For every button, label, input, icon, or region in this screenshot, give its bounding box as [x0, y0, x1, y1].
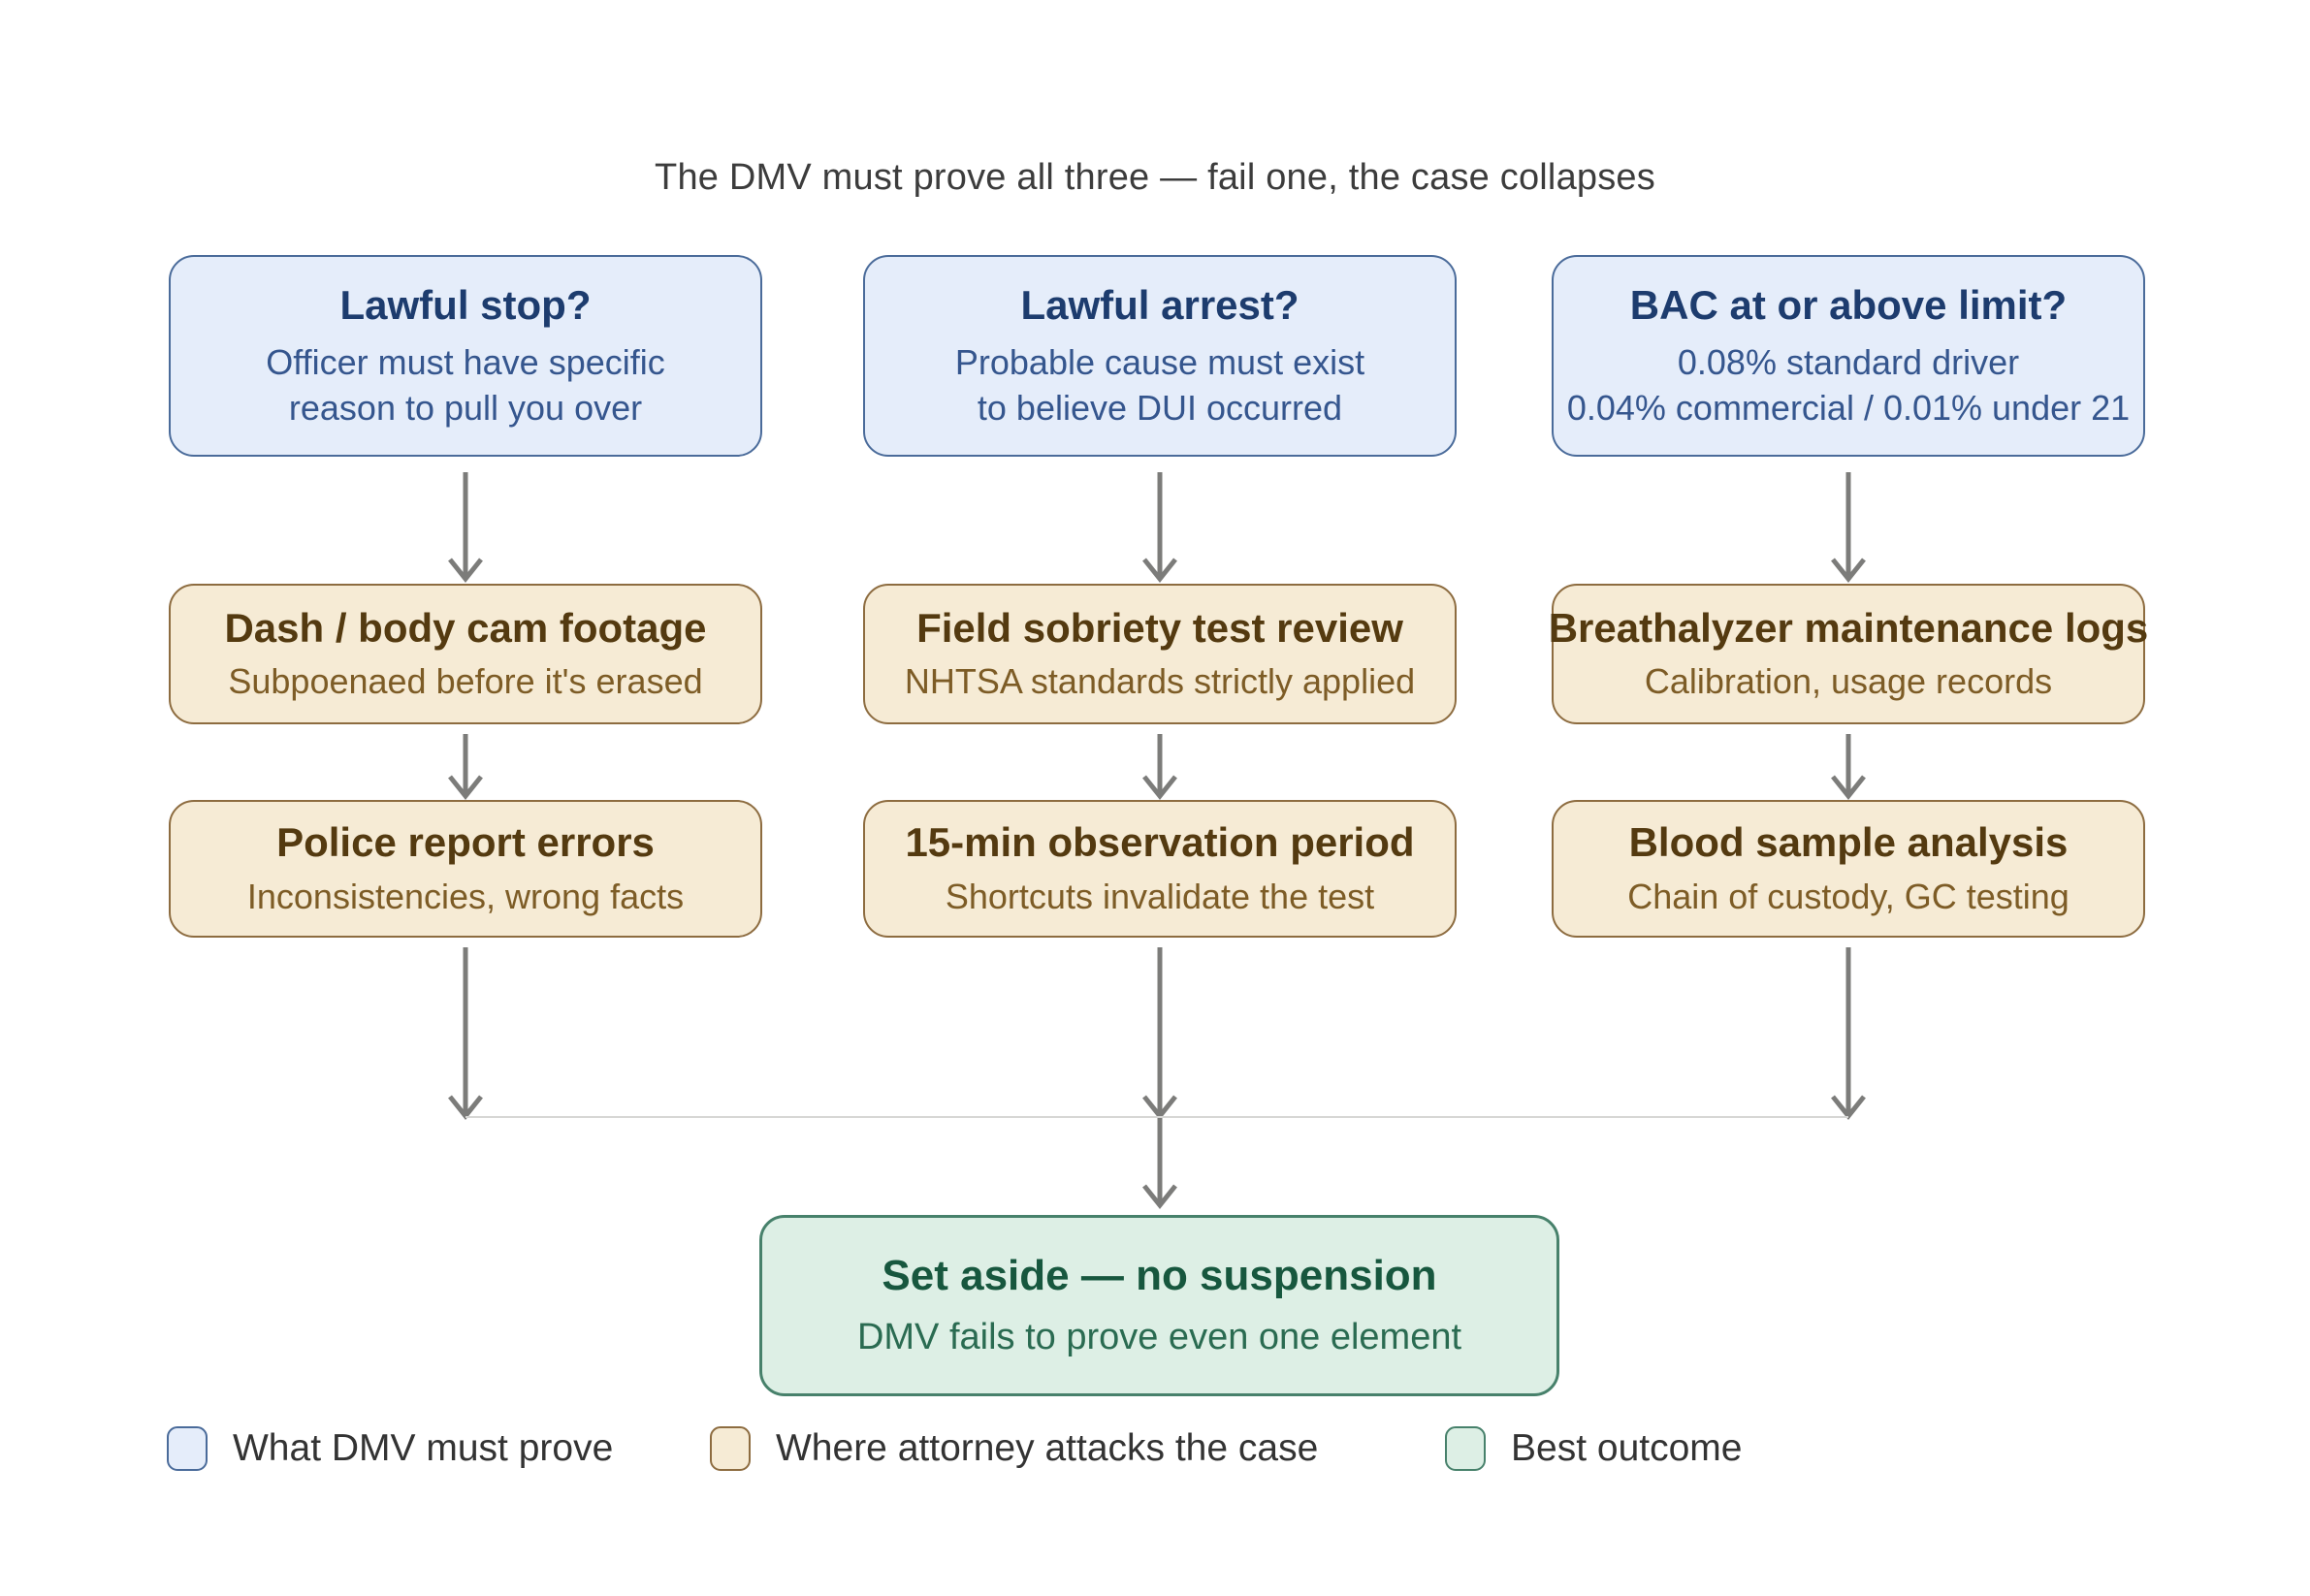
box-title: Set aside — no suspension: [882, 1252, 1437, 1300]
arrow-head-down-icon: [448, 1095, 483, 1121]
arrow-head-down-icon: [448, 558, 483, 584]
box-subtitle-line: Inconsistencies, wrong facts: [246, 876, 685, 916]
arrow-head-down-icon: [1831, 558, 1866, 584]
attack-box-field-sobriety: Field sobriety test review NHTSA standar…: [863, 584, 1457, 724]
arrow-head-down-icon: [1831, 1095, 1866, 1121]
box-title: Lawful arrest?: [1020, 281, 1299, 328]
arrow-head-down-icon: [1142, 775, 1177, 801]
outcome-box-set-aside: Set aside — no suspension DMV fails to p…: [759, 1215, 1559, 1396]
legend-item-prove: What DMV must prove: [167, 1423, 613, 1474]
prove-box-bac-limit: BAC at or above limit? 0.08% standard dr…: [1552, 255, 2145, 457]
box-subtitle-line: Subpoenaed before it's erased: [228, 661, 703, 702]
attack-box-breathalyzer-logs: Breathalyzer maintenance logs Calibratio…: [1549, 584, 2148, 724]
attack-box-observation-period: 15-min observation period Shortcuts inva…: [863, 800, 1457, 938]
box-subtitle-line: DMV fails to prove even one element: [856, 1317, 1462, 1358]
prove-box-lawful-stop: Lawful stop? Officer must have specific …: [169, 255, 762, 457]
attack-box-police-report: Police report errors Inconsistencies, wr…: [169, 800, 762, 938]
legend-label: What DMV must prove: [233, 1427, 614, 1469]
legend-label: Best outcome: [1511, 1427, 1743, 1469]
box-subtitle-line: Shortcuts invalidate the test: [945, 876, 1375, 916]
box-subtitle-line: reason to pull you over: [288, 388, 643, 429]
box-subtitle-line: Probable cause must exist: [954, 342, 1365, 383]
box-subtitle-line: 0.04% commercial / 0.01% under 21: [1566, 388, 2131, 429]
page-title: The DMV must prove all three — fail one,…: [655, 157, 1655, 198]
arrow-head-down-icon: [448, 775, 483, 801]
box-title: 15-min observation period: [905, 819, 1415, 866]
box-title: Field sobriety test review: [916, 604, 1403, 651]
box-subtitle-line: Calibration, usage records: [1644, 661, 2053, 702]
box-title: Blood sample analysis: [1628, 819, 2069, 866]
box-title: BAC at or above limit?: [1629, 281, 2068, 328]
box-title: Dash / body cam footage: [224, 604, 707, 651]
attack-box-blood-sample: Blood sample analysis Chain of custody, …: [1552, 800, 2145, 938]
box-subtitle-line: NHTSA standards strictly applied: [904, 661, 1416, 702]
legend-item-attack: Where attorney attacks the case: [710, 1423, 1318, 1474]
legend-label: Where attorney attacks the case: [776, 1427, 1319, 1469]
legend-swatch-blue-icon: [167, 1426, 208, 1471]
arrow-head-down-icon: [1142, 1184, 1177, 1210]
arrow-head-down-icon: [1142, 1095, 1177, 1121]
legend-item-outcome: Best outcome: [1445, 1423, 1742, 1474]
box-title: Breathalyzer maintenance logs: [1548, 604, 2149, 651]
box-subtitle-line: 0.08% standard driver: [1677, 342, 2020, 383]
box-title: Police report errors: [276, 819, 655, 866]
box-subtitle-line: Chain of custody, GC testing: [1627, 876, 2069, 916]
box-subtitle-line: to believe DUI occurred: [977, 388, 1343, 429]
box-subtitle-line: Officer must have specific: [266, 342, 665, 383]
legend-swatch-green-icon: [1445, 1426, 1486, 1471]
attack-box-cam-footage: Dash / body cam footage Subpoenaed befor…: [169, 584, 762, 724]
arrow-head-down-icon: [1142, 558, 1177, 584]
box-title: Lawful stop?: [339, 281, 592, 328]
legend-swatch-tan-icon: [710, 1426, 751, 1471]
arrow-head-down-icon: [1831, 775, 1866, 801]
prove-box-lawful-arrest: Lawful arrest? Probable cause must exist…: [863, 255, 1457, 457]
